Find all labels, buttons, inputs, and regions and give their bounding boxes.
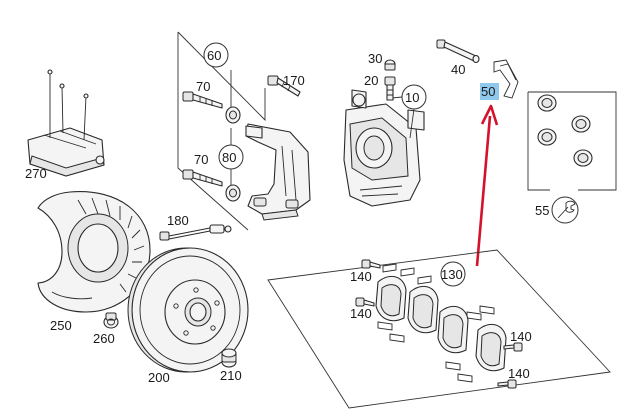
- label-140-d: 140: [508, 366, 530, 381]
- part-pad-clips[interactable]: [377, 263, 495, 383]
- part-bushing-upper[interactable]: [225, 106, 241, 124]
- label-130: 130: [441, 267, 463, 282]
- part-140-bolt-2[interactable]: [355, 297, 375, 307]
- label-20: 20: [364, 73, 378, 88]
- part-50-spring[interactable]: [480, 59, 519, 100]
- label-270: 270: [25, 166, 47, 181]
- part-seal-1[interactable]: [537, 94, 557, 112]
- part-seal-4[interactable]: [573, 149, 593, 167]
- part-140-bolt-1[interactable]: [361, 259, 381, 269]
- part-brake-pad-1[interactable]: [375, 275, 407, 322]
- label-260: 260: [93, 331, 115, 346]
- callout-60: [203, 42, 229, 68]
- label-250: 250: [50, 318, 72, 333]
- pad-set-frame: [267, 249, 611, 409]
- label-140-b: 140: [350, 306, 372, 321]
- callout-130: [440, 261, 466, 287]
- part-20-bleeder-screw[interactable]: [384, 76, 396, 101]
- part-210-screw[interactable]: [221, 348, 237, 368]
- part-30-bleeder-cap[interactable]: [384, 59, 396, 71]
- label-50: 50: [481, 84, 495, 99]
- label-30: 30: [368, 51, 382, 66]
- part-brake-pad-4[interactable]: [475, 323, 507, 372]
- label-60: 60: [207, 48, 221, 63]
- part-40-guide-pin[interactable]: [436, 39, 480, 64]
- part-brake-pad-2[interactable]: [407, 285, 439, 334]
- part-270-bracket[interactable]: [27, 69, 105, 177]
- part-caliper-carrier[interactable]: [245, 123, 311, 221]
- label-80: 80: [222, 150, 236, 165]
- label-200: 200: [148, 370, 170, 385]
- label-210: 210: [220, 368, 242, 383]
- part-260-bolt[interactable]: [103, 312, 119, 329]
- part-brake-pad-3[interactable]: [437, 305, 469, 354]
- label-70-upper: 70: [196, 79, 210, 94]
- part-seal-3[interactable]: [537, 128, 557, 146]
- highlight-50: [480, 83, 499, 100]
- callout-80: [218, 144, 244, 170]
- part-140-bolt-4[interactable]: [497, 379, 517, 389]
- part-70-guide-bolt-upper[interactable]: [182, 91, 223, 109]
- part-70-guide-bolt-lower[interactable]: [182, 169, 223, 187]
- part-250-splash-shield[interactable]: [37, 191, 151, 313]
- label-140-a: 140: [350, 269, 372, 284]
- wrench-icon: [551, 196, 579, 224]
- label-40: 40: [451, 62, 465, 77]
- part-140-bolt-3[interactable]: [503, 342, 523, 352]
- label-10: 10: [405, 90, 419, 105]
- label-70-lower: 70: [194, 152, 208, 167]
- part-10-caliper-housing[interactable]: [343, 89, 425, 207]
- part-seal-2[interactable]: [571, 115, 591, 133]
- label-180: 180: [167, 213, 189, 228]
- part-170-bolt[interactable]: [267, 75, 301, 97]
- label-170: 170: [283, 73, 305, 88]
- part-200-brake-disc[interactable]: [127, 247, 249, 373]
- label-140-c: 140: [510, 329, 532, 344]
- part-180-wear-sensor[interactable]: [159, 224, 232, 241]
- pointer-arrow: [475, 104, 499, 267]
- part-bushing-lower[interactable]: [225, 184, 241, 202]
- label-55: 55: [535, 203, 549, 218]
